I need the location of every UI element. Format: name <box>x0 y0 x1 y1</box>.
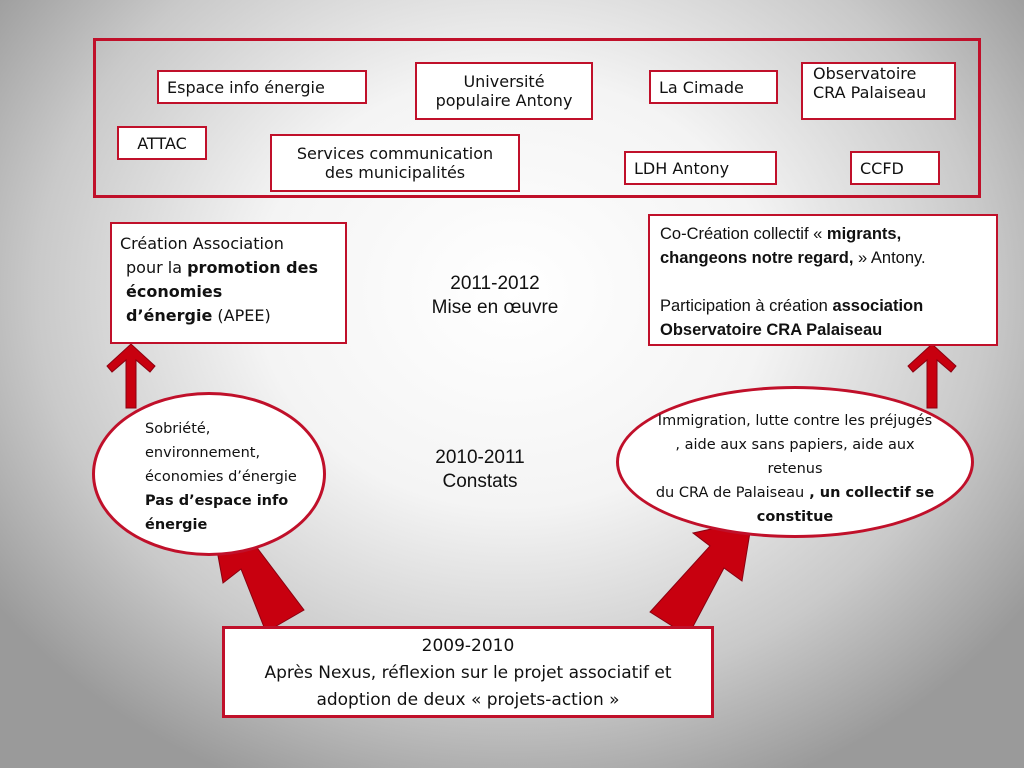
origin-box: 2009-2010 Après Nexus, réflexion sur le … <box>222 626 714 718</box>
phase-2011: 2011-2012 Mise en œuvre <box>400 272 590 320</box>
result-collectif-line1a: Co-Création collectif « <box>660 225 827 243</box>
partner-cimade: La Cimade <box>649 70 778 104</box>
phase-2011-label: Mise en œuvre <box>431 297 559 318</box>
origin-years: 2009-2010 <box>421 636 515 656</box>
partner-universite-line1: Université <box>463 72 545 91</box>
result-collectif-line2a: changeons notre regard, <box>660 249 854 267</box>
result-apee-line4a: d’énergie <box>126 306 213 325</box>
result-collectif-line1: Co-Création collectif « migrants, <box>660 222 996 246</box>
partner-ccfd-label: CCFD <box>860 158 904 178</box>
constat-energie: Sobriété, environnement, économies d’éne… <box>92 392 326 556</box>
constat-immigration-text: Immigration, lutte contre les préjugés ,… <box>619 409 971 529</box>
result-collectif-line1b: migrants, <box>826 225 902 243</box>
constat-immigration-line2: , aide aux sans papiers, aide aux <box>675 437 915 453</box>
partner-attac-label: ATTAC <box>137 133 187 153</box>
constat-immigration-line4b: , un collectif se <box>804 485 935 501</box>
phase-2010-label: Constats <box>442 471 518 492</box>
partner-universite: Université populaire Antony <box>415 62 593 120</box>
constat-energie-line4: Pas d’espace info <box>145 493 289 509</box>
result-apee-line2b: promotion des <box>187 258 319 277</box>
result-collectif-line3: Participation à création association <box>660 294 996 318</box>
constat-immigration-line4a: du CRA de Palaiseau <box>655 485 805 501</box>
constat-immigration-line5: constitue <box>756 509 834 525</box>
partner-espace-info-label: Espace info énergie <box>167 77 325 97</box>
phase-2010-years: 2010-2011 <box>435 447 525 468</box>
partner-espace-info: Espace info énergie <box>157 70 367 104</box>
partner-ccfd: CCFD <box>850 151 940 185</box>
partner-services: Services communication des municipalités <box>270 134 520 192</box>
result-collectif-line2b: » Antony. <box>853 249 926 267</box>
result-apee-line2: pour la promotion des <box>120 256 345 280</box>
constat-energie-text: Sobriété, environnement, économies d’éne… <box>145 417 297 537</box>
constat-energie-line2: environnement, <box>145 445 261 461</box>
constat-immigration: Immigration, lutte contre les préjugés ,… <box>616 386 974 538</box>
partner-ldh: LDH Antony <box>624 151 777 185</box>
constat-energie-line1: Sobriété, <box>145 421 211 437</box>
result-apee-line4: d’énergie (APEE) <box>120 304 345 328</box>
arrow-diag-right <box>649 519 753 637</box>
arrow-up-left-small <box>106 343 156 409</box>
result-apee-line3: économies <box>126 282 223 301</box>
phase-2010: 2010-2011 Constats <box>395 446 565 494</box>
partner-observatoire: Observatoire CRA Palaiseau <box>801 62 956 120</box>
partners-frame <box>93 38 981 198</box>
result-apee-line4b: (APEE) <box>212 306 271 325</box>
result-collectif: Co-Création collectif « migrants, change… <box>648 214 998 346</box>
partner-universite-line2: populaire Antony <box>435 91 573 110</box>
constat-immigration-line1: Immigration, lutte contre les préjugés <box>657 413 933 429</box>
partner-cimade-label: La Cimade <box>659 77 744 97</box>
result-collectif-line4: Observatoire CRA Palaiseau <box>660 321 883 339</box>
result-apee-line2a: pour la <box>126 258 188 277</box>
partner-services-line1: Services communication <box>296 144 494 163</box>
constat-energie-line3: économies d’énergie <box>145 469 297 485</box>
origin-line2: adoption de deux « projets-action » <box>316 690 620 710</box>
partner-observatoire-line2: CRA Palaiseau <box>813 83 927 102</box>
constat-energie-line5: énergie <box>145 517 208 533</box>
partner-services-line2: des municipalités <box>324 163 466 182</box>
phase-2011-years: 2011-2012 <box>450 273 540 294</box>
result-collectif-line3b: association <box>832 297 924 315</box>
constat-immigration-line3: retenus <box>767 461 823 477</box>
result-apee-line1: Création Association <box>120 234 284 253</box>
partner-ldh-label: LDH Antony <box>634 158 730 178</box>
result-collectif-line2: changeons notre regard, » Antony. <box>660 246 996 270</box>
result-collectif-line3a: Participation à création <box>660 297 833 315</box>
origin-line1: Après Nexus, réflexion sur le projet ass… <box>264 663 672 683</box>
partner-attac: ATTAC <box>117 126 207 160</box>
arrow-up-right-small <box>907 343 957 409</box>
result-apee: Création Association pour la promotion d… <box>110 222 347 344</box>
constat-immigration-line4: du CRA de Palaiseau , un collectif se <box>619 481 971 505</box>
partner-observatoire-line1: Observatoire <box>813 64 917 83</box>
